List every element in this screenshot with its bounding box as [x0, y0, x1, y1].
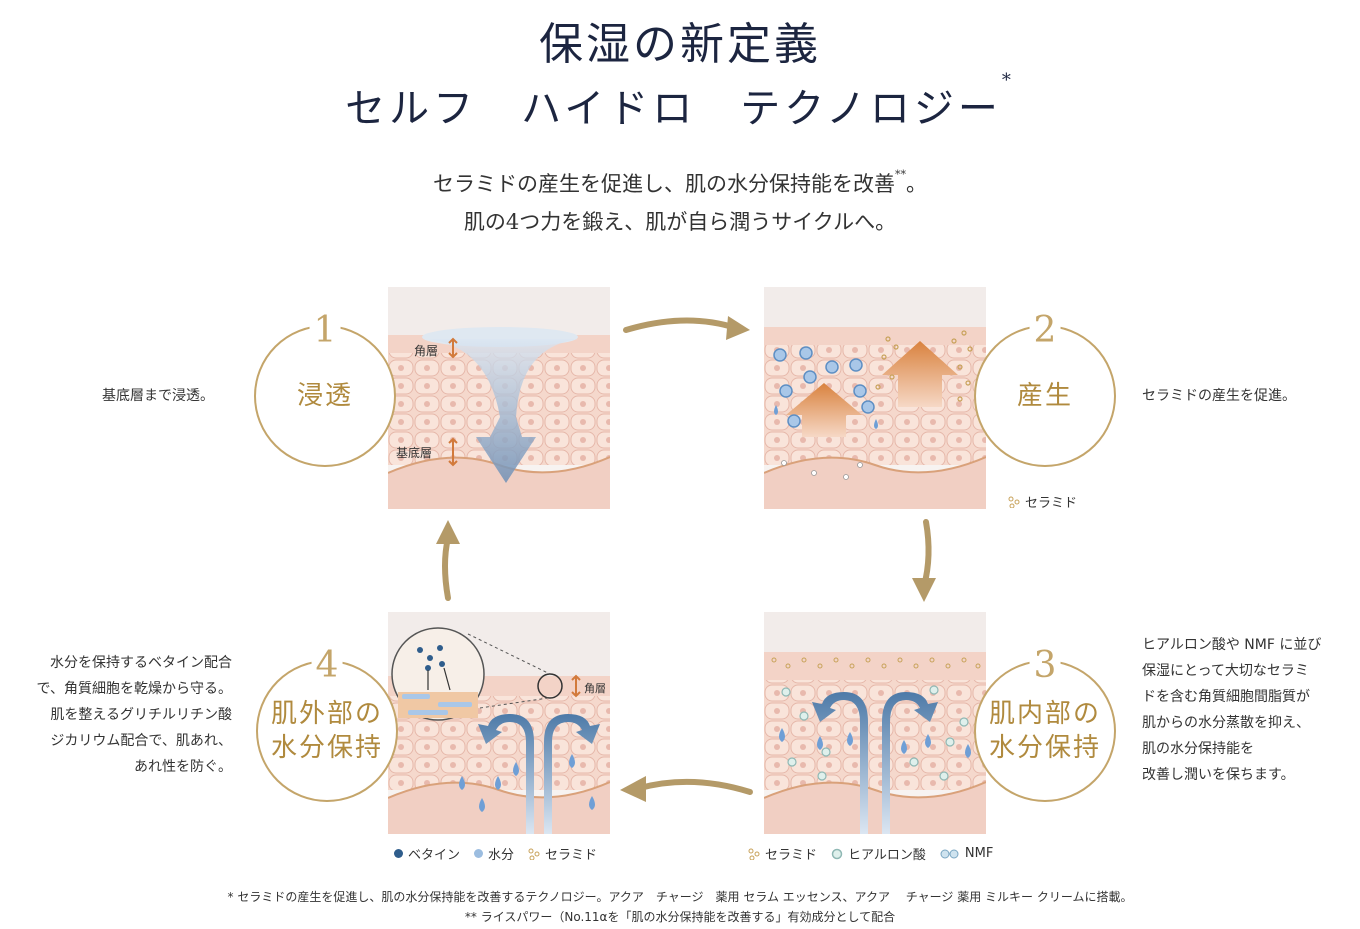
- cycle-arrow-icon-2-to-3: [912, 519, 936, 602]
- desc-line: 肌の水分保持能を: [1142, 741, 1254, 757]
- step-number: 1: [309, 311, 341, 351]
- layer-marker-icon: [571, 674, 581, 698]
- subtitle-line2: 肌の4つ力を鍛え、肌が自ら潤うサイクルへ。: [463, 210, 897, 234]
- legend-step4: ベタイン 水分 セラミド: [394, 844, 597, 863]
- desc-line: 水分を保持するベタイン配合: [50, 655, 232, 671]
- step-number: 3: [1029, 646, 1061, 686]
- legend-label: セラミド: [545, 848, 598, 863]
- page-title: 保湿の新定義: [539, 19, 821, 70]
- legend-step2: セラミド: [1008, 492, 1077, 511]
- footnote-1: * セラミドの産生を促進し、肌の水分保持能を改善するテクノロジー。アクア チャー…: [227, 890, 1133, 904]
- inner-retention-illustration: [764, 612, 986, 834]
- step-badge-4: 4 肌外部の水分保持: [256, 646, 398, 802]
- penetration-illustration: 角層 基底層: [388, 287, 610, 509]
- step-label-line2: 水分保持: [988, 733, 1101, 763]
- layer-label-top: 角層: [584, 682, 606, 695]
- hyaluronic-icon: [831, 848, 843, 859]
- desc-line: で、角質細胞を乾燥から守る。: [36, 681, 232, 697]
- step-number: 2: [1029, 311, 1061, 351]
- production-illustration: [764, 287, 986, 509]
- step-badge-1: 1 浸透: [254, 311, 396, 467]
- step-badge-3: 3 肌内部の水分保持: [974, 646, 1116, 802]
- legend-label: NMF: [964, 846, 994, 861]
- desc-line: 肌からの水分蒸散を抑え、: [1142, 715, 1310, 731]
- cycle-arrow-icon-1-to-2: [623, 316, 750, 340]
- layer-label-bottom: 基底層: [396, 445, 432, 460]
- step-label-line1: 肌外部の: [270, 699, 383, 729]
- footnote-2: ** ライスパワー（No.11αを「肌の水分保持能を改善する」有効成分として配合: [464, 910, 896, 924]
- legend-label: ヒアルロン酸: [848, 848, 926, 863]
- ceramide-icon: [528, 848, 540, 860]
- step4-description: 水分を保持するベタイン配合 で、角質細胞を乾燥から守る。 肌を整えるグリチルリチ…: [0, 650, 232, 780]
- subtitle-line1: セラミドの産生を促進し、肌の水分保持能を改善**。: [433, 168, 927, 196]
- desc-line: 改善し潤いを保ちます。: [1142, 767, 1295, 783]
- step-label: 浸透: [296, 381, 353, 411]
- panel-outer-retention: 角層: [388, 612, 610, 834]
- panel-inner-retention: [764, 612, 986, 834]
- outer-retention-illustration: 角層: [388, 612, 610, 834]
- title-footnote-mark: *: [1001, 70, 1015, 91]
- legend-label: ベタイン: [408, 848, 461, 863]
- step-label-line2: 水分保持: [270, 733, 383, 763]
- desc-line: 肌を整えるグリチルリチン酸: [50, 707, 232, 723]
- nmf-icon: [940, 849, 959, 858]
- desc-line: あれ性を防ぐ。: [134, 759, 232, 775]
- step2-description: セラミドの産生を促進。: [1142, 388, 1296, 404]
- desc-line: 保湿にとって大切なセラミ: [1142, 663, 1309, 679]
- betaine-icon: [394, 849, 403, 858]
- page-subtitle-tech: セルフ ハイドロ テクノロジー*: [345, 70, 1015, 132]
- step-label: 産生: [1016, 381, 1073, 411]
- layer-label-top: 角層: [414, 344, 438, 358]
- water-icon: [474, 849, 484, 858]
- panel-penetration: 角層 基底層: [388, 287, 610, 509]
- step-badge-2: 2 産生: [974, 311, 1116, 467]
- layer-marker-icon: [448, 337, 458, 359]
- cycle-arrow-icon-4-to-1: [436, 520, 460, 601]
- ceramide-icon: [1008, 496, 1020, 508]
- legend-label: 水分: [488, 848, 515, 863]
- step-number: 4: [311, 646, 343, 686]
- cycle-arrow-icon-3-to-4: [620, 776, 753, 802]
- step3-description: ヒアルロン酸や NMF に並び 保湿にとって大切なセラミ ドを含む角質細胞間脂質…: [1142, 632, 1321, 788]
- desc-line: ジカリウム配合で、肌あれ、: [50, 733, 232, 749]
- legend-step3: セラミド ヒアルロン酸 NMF: [748, 844, 993, 863]
- panel-production: [764, 287, 986, 509]
- legend-label: セラミド: [1025, 496, 1078, 511]
- desc-line: ヒアルロン酸や NMF に並び: [1142, 637, 1322, 653]
- legend-label: セラミド: [765, 848, 818, 863]
- layer-marker-icon: [448, 437, 458, 467]
- ceramide-icon: [748, 848, 760, 860]
- step-label-line1: 肌内部の: [988, 699, 1101, 729]
- subtitle-footnote-mark: **: [895, 168, 906, 181]
- step1-description: 基底層まで浸透。: [102, 388, 214, 404]
- desc-line: ドを含む角質細胞間脂質が: [1142, 689, 1310, 705]
